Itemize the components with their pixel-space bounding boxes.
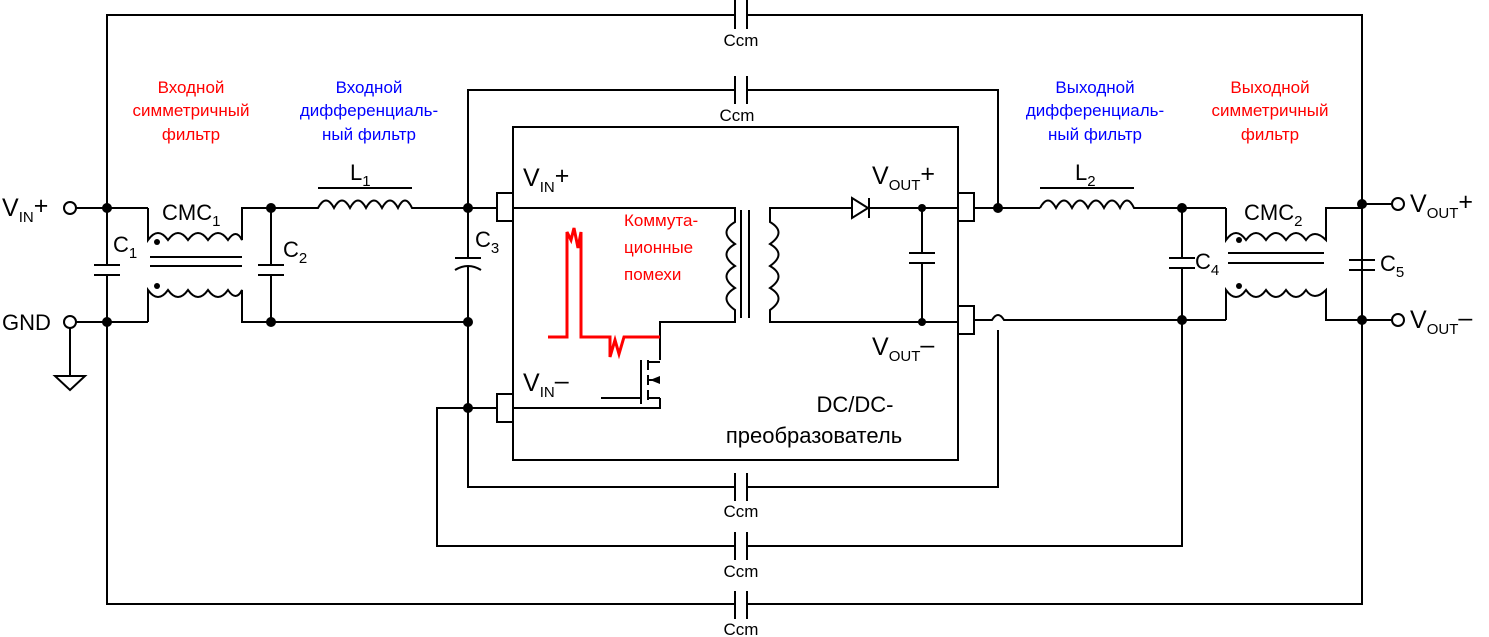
c5-label: C5 — [1380, 251, 1404, 281]
svg-text:симметричный: симметричный — [1212, 101, 1329, 120]
converter-output-capacitor — [909, 208, 935, 322]
svg-text:фильтр: фильтр — [162, 125, 220, 144]
noise-label-1: Коммута- — [624, 211, 698, 230]
svg-text:Выходной: Выходной — [1055, 78, 1134, 97]
ccm-label-inner-bottom: Ccm — [724, 502, 759, 521]
gnd-label: GND — [2, 310, 51, 335]
inductor-l1 — [271, 187, 468, 211]
cmc1-label: CMC1 — [162, 200, 220, 230]
cmc1-choke — [147, 207, 271, 323]
converter-title-line2: преобразователь — [726, 423, 902, 448]
ccm-label-bottom: Ccm — [724, 620, 759, 637]
capacitor-c4 — [1169, 208, 1195, 320]
svg-text:ный фильтр: ный фильтр — [322, 125, 416, 144]
svg-text:симметричный: симметричный — [133, 101, 250, 120]
diode — [851, 196, 870, 220]
conv-vout-plus-label: VOUT+ — [872, 160, 935, 194]
mosfet-switch — [513, 360, 661, 409]
vout-plus-label: VOUT+ — [1410, 188, 1473, 222]
noise-label-2: ционные — [624, 238, 693, 257]
switching-noise-waveform — [548, 227, 660, 360]
ccm-label-top: Ccm — [724, 31, 759, 50]
capacitor-c1 — [94, 208, 120, 322]
vin-plus-terminal — [63, 201, 77, 215]
c2-label: C2 — [283, 237, 307, 267]
gnd-terminal — [63, 315, 77, 329]
pin-vout-plus — [957, 192, 975, 222]
svg-text:Входной: Входной — [158, 78, 225, 97]
c3-label: C3 — [475, 227, 499, 257]
vout-plus-terminal — [1391, 197, 1405, 211]
output-cm-filter-label: Выходной симметричный фильтр — [1212, 78, 1329, 144]
ccm-label-inner-top: Ccm — [720, 106, 755, 125]
svg-text:дифференциаль-: дифференциаль- — [1026, 101, 1164, 120]
svg-text:Выходной: Выходной — [1230, 78, 1309, 97]
ground-icon — [52, 328, 88, 392]
ccm-label-lower: Ccm — [724, 562, 759, 581]
transformer — [513, 207, 958, 360]
inductor-l2 — [1039, 187, 1226, 211]
capacitor-c2 — [258, 208, 284, 322]
pin-vin-plus — [496, 192, 514, 222]
vout-minus-terminal — [1391, 313, 1405, 327]
vout-minus-label: VOUT– — [1410, 304, 1472, 338]
pin-vout-minus — [957, 305, 975, 335]
pin-vin-minus — [496, 393, 514, 423]
converter-title-line1: DC/DC- — [817, 392, 894, 417]
svg-text:дифференциаль-: дифференциаль- — [300, 101, 438, 120]
c4-label: C4 — [1195, 249, 1219, 279]
l2-label: L2 — [1075, 160, 1096, 190]
l1-label: L1 — [350, 160, 371, 190]
conv-vin-plus-label: VIN+ — [523, 162, 569, 196]
input-dm-filter-label: Входной дифференциаль- ный фильтр — [300, 78, 438, 144]
svg-text:фильтр: фильтр — [1241, 125, 1299, 144]
conv-vout-minus-label: VOUT– — [872, 331, 934, 365]
noise-label-3: помехи — [624, 265, 681, 284]
svg-text:Входной: Входной — [336, 78, 403, 97]
capacitor-c3 — [454, 208, 482, 322]
conv-vin-minus-label: VIN– — [523, 367, 569, 401]
cmc2-label: CMC2 — [1244, 200, 1302, 230]
lower-ccm-loop — [436, 320, 1183, 560]
dcdc-converter-box — [512, 126, 959, 461]
c1-label: C1 — [113, 232, 137, 262]
junction-dots — [102, 199, 1367, 413]
input-cm-filter-label: Входной симметричный фильтр — [133, 78, 250, 144]
svg-text:ный фильтр: ный фильтр — [1048, 125, 1142, 144]
output-dm-filter-label: Выходной дифференциаль- ный фильтр — [1026, 78, 1164, 144]
cmc2-choke — [1225, 207, 1362, 321]
capacitor-c5 — [1349, 208, 1375, 320]
vin-plus-label: VIN+ — [2, 192, 48, 226]
